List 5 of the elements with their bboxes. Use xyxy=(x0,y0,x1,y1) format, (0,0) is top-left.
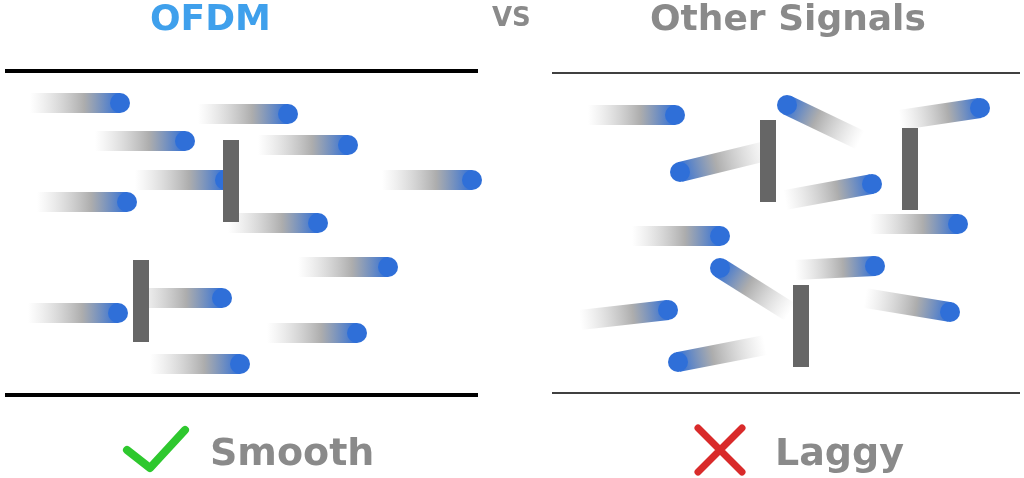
result-label: Smooth xyxy=(210,433,375,471)
vs-label: VS xyxy=(492,4,531,30)
result-label: Laggy xyxy=(775,433,905,471)
heading: Other Signals xyxy=(650,0,926,36)
heading: OFDM xyxy=(150,0,271,36)
